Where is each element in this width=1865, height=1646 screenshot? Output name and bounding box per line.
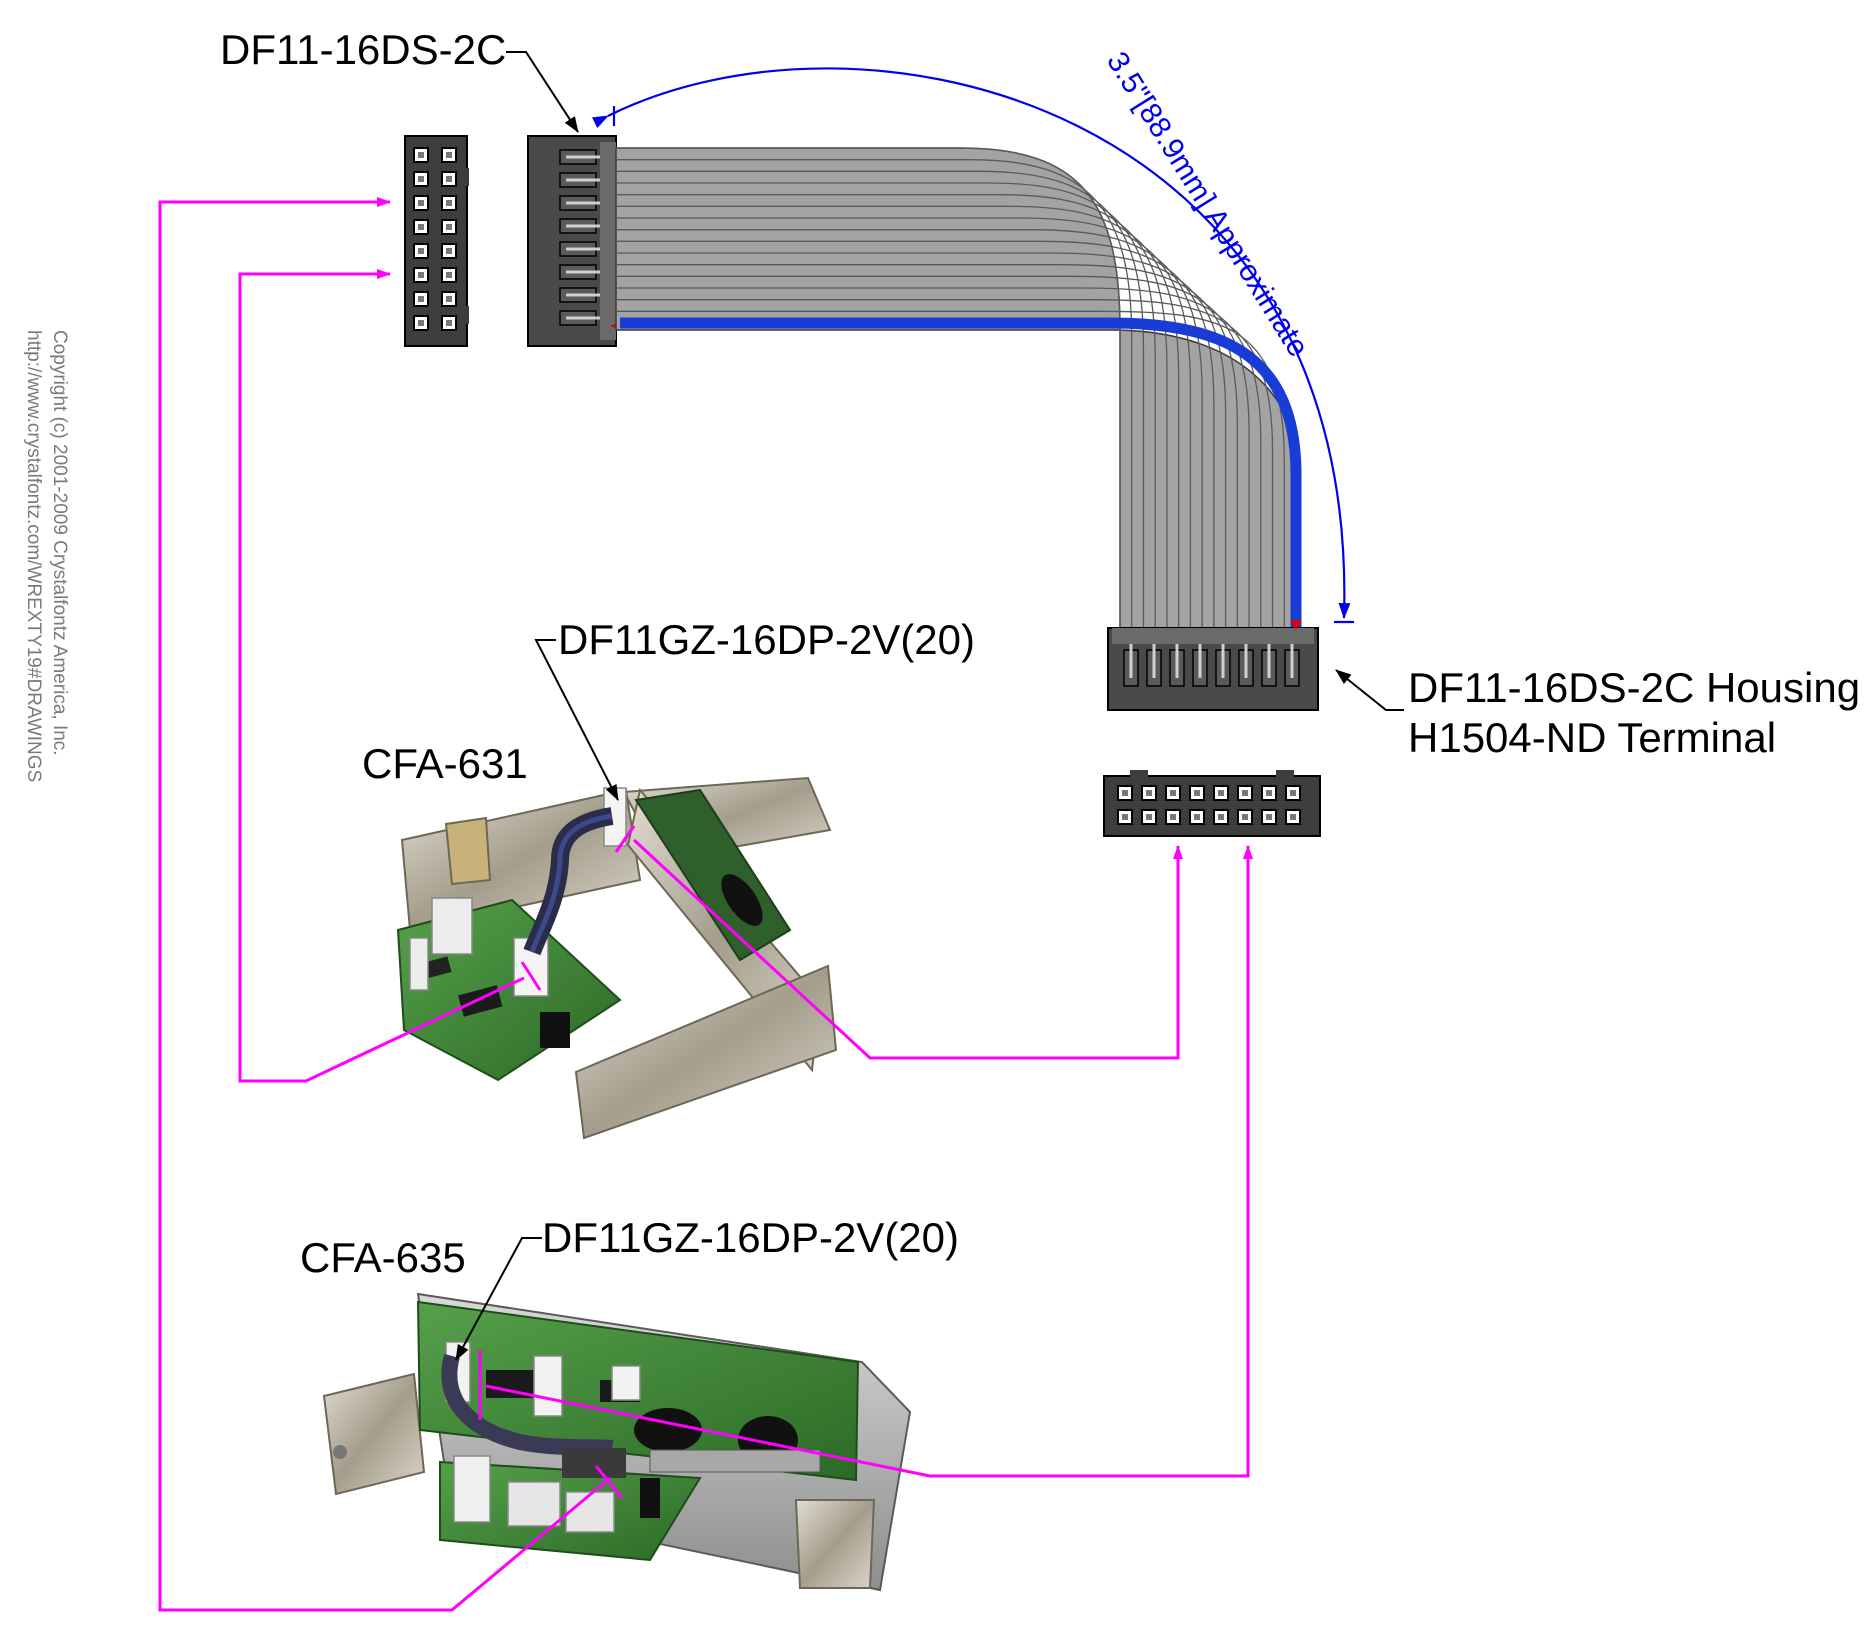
magenta-arrow-icon	[238, 269, 525, 1083]
label-cfa-635: CFA-635	[300, 1234, 466, 1281]
top-left-pin-header	[404, 135, 469, 347]
magenta-arrow-icon	[485, 845, 1253, 1478]
bottom-right-pin-header	[1103, 770, 1321, 837]
top-socket-housing	[527, 135, 620, 347]
cfa-631-photo	[396, 776, 838, 1140]
copyright-line1: Copyright (c) 2001-2009 Crystalfontz Ame…	[49, 330, 70, 756]
label-terminal: H1504-ND Terminal	[1408, 714, 1776, 761]
label-header-635: DF11GZ-16DP-2V(20)	[542, 1214, 959, 1261]
copyright-url: http://www.crystalfontz.com/WREXTY19#DRA…	[23, 330, 44, 782]
magenta-arrow-icon	[632, 838, 1183, 1060]
dimension-label: 3.5"[88.9mm] Approximate	[1100, 46, 1315, 362]
callout-arrows	[158, 197, 1253, 1612]
label-housing: DF11-16DS-2C Housing	[1408, 664, 1860, 711]
ribbon-cable	[615, 147, 1302, 641]
bottom-socket-housing	[1107, 620, 1319, 711]
red-triangle-icon	[1290, 620, 1302, 630]
label-header-631: DF11GZ-16DP-2V(20)	[558, 616, 975, 663]
label-top-connector: DF11-16DS-2C	[220, 26, 506, 73]
magenta-arrow-icon	[158, 197, 611, 1612]
leader-lines	[455, 51, 1404, 1361]
label-cfa-631: CFA-631	[362, 740, 528, 787]
cfa-635-photo	[322, 1292, 912, 1592]
copyright-notice: Copyright (c) 2001-2009 Crystalfontz Ame…	[23, 330, 70, 782]
